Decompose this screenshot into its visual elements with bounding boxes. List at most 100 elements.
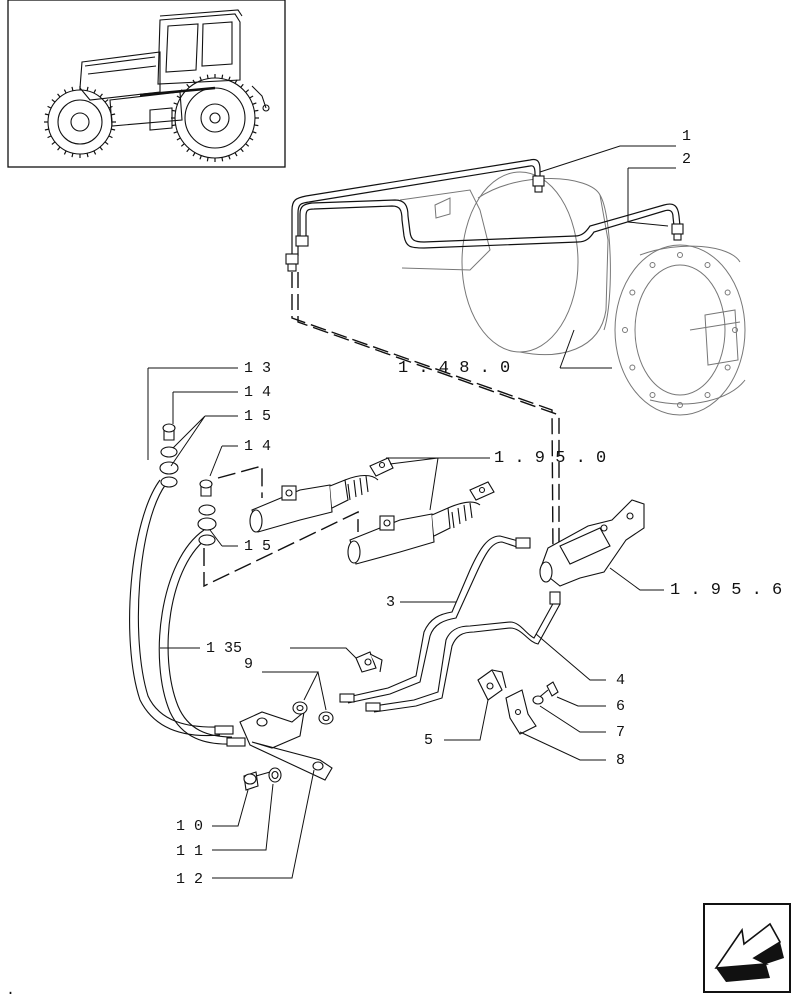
callout-2: 2	[682, 151, 691, 168]
tread-mark	[240, 148, 244, 153]
tread-mark	[99, 93, 103, 98]
callout-6: 6	[616, 698, 625, 715]
nuts-9	[292, 701, 334, 725]
tread-mark	[245, 89, 250, 93]
tread-mark	[47, 105, 52, 109]
tread-mark	[254, 124, 259, 127]
reference-labels: 1 . 4 8 . 0 1 . 9 5 . 0 1 . 9 5 . 6	[398, 359, 782, 600]
tread-mark	[104, 99, 109, 103]
callout-3: 3	[386, 594, 395, 611]
ref-1-48-0: 1 . 4 8 . 0	[398, 359, 510, 378]
callout-12: 1 2	[176, 871, 203, 888]
tread-mark	[228, 76, 231, 81]
bracket-8	[505, 689, 537, 735]
flexible-hoses	[129, 479, 233, 745]
tread-mark	[254, 109, 259, 112]
flange-bolt	[649, 391, 656, 398]
callout-15-lower: 1 5	[244, 538, 271, 555]
tread-mark	[176, 95, 181, 99]
tread-mark	[44, 113, 49, 116]
routing-dashed-line	[291, 272, 560, 557]
tread-mark	[57, 93, 61, 98]
tread-mark	[108, 105, 113, 109]
tread-mark	[249, 95, 254, 99]
tread-mark	[186, 83, 190, 88]
tread-mark	[51, 99, 56, 103]
callout-135: 1 35	[206, 640, 242, 657]
tread-mark	[173, 131, 178, 134]
callout-4: 4	[616, 672, 625, 689]
flange-bolt	[629, 289, 636, 296]
flange-bolt	[629, 364, 636, 371]
tread-mark	[221, 157, 224, 162]
callout-5: 5	[424, 732, 433, 749]
tread-mark	[228, 155, 231, 160]
tread-mark	[206, 157, 209, 162]
bolt-6-washer-7	[532, 681, 559, 705]
brake-valve-block	[539, 499, 645, 587]
tread-mark	[206, 74, 209, 79]
ref-1-95-6: 1 . 9 5 . 6	[670, 581, 782, 600]
tread-mark	[221, 74, 224, 79]
tread-mark	[199, 76, 202, 81]
tread-mark	[44, 128, 49, 131]
tread-mark	[171, 124, 176, 127]
tractor-thumbnail	[7, 0, 286, 168]
callout-15-upper: 1 5	[244, 408, 271, 425]
flange-bolt	[724, 364, 731, 371]
tread-mark	[171, 109, 176, 112]
master-cylinder-lower	[347, 481, 495, 565]
tread-mark	[176, 137, 181, 141]
flange-bolt	[704, 391, 711, 398]
pipe-clip-135	[355, 651, 383, 673]
tread-mark	[234, 152, 238, 157]
mounting-bracket	[214, 710, 333, 781]
callout-8: 8	[616, 752, 625, 769]
flange-bolt	[677, 402, 683, 408]
tread-mark	[192, 79, 196, 84]
banjo-bolts-washers	[159, 423, 217, 546]
master-cylinder-upper	[249, 457, 394, 533]
tread-mark	[245, 143, 250, 147]
pipe-fittings-lower	[339, 537, 561, 712]
tread-mark	[51, 141, 56, 145]
callout-9: 9	[244, 656, 253, 673]
tread-mark	[111, 113, 116, 116]
pipe-clip-5	[477, 669, 507, 701]
callout-14-upper: 1 4	[244, 384, 271, 401]
tread-mark	[180, 143, 185, 147]
tread-mark	[180, 89, 185, 93]
bolt-washer-10-11	[243, 767, 282, 791]
brake-pipe-1	[291, 158, 681, 256]
flange-bolt	[677, 252, 683, 258]
callout-10: 1 0	[176, 818, 203, 835]
tread-mark	[252, 102, 257, 105]
tread-mark	[199, 155, 202, 160]
rear-axle-housing	[399, 171, 746, 416]
previous-page-arrow-icon[interactable]	[703, 903, 791, 993]
callout-7: 7	[616, 724, 625, 741]
tread-mark	[86, 153, 89, 158]
connection-dashed-lines	[203, 465, 359, 588]
tread-mark	[108, 135, 113, 139]
tread-mark	[71, 86, 74, 91]
flange-bolt	[649, 262, 656, 269]
flange-bolt	[724, 289, 731, 296]
ref-1-95-0: 1 . 9 5 . 0	[494, 449, 606, 468]
flange-bolt	[732, 327, 738, 333]
tread-mark	[192, 152, 196, 157]
rigid-pipes-3-4	[347, 535, 561, 713]
tread-mark	[63, 89, 67, 94]
callout-14-lower: 1 4	[244, 438, 271, 455]
tread-mark	[173, 102, 178, 105]
callout-13: 1 3	[244, 360, 271, 377]
tread-mark	[63, 150, 67, 155]
tread-mark	[186, 148, 190, 153]
tread-mark	[99, 146, 103, 151]
tread-mark	[104, 141, 109, 145]
callout-labels: 1 2 3 4 5 6 7 8 9 1 0 1 1 1 2 1 3 1 4 1 …	[176, 128, 691, 888]
tread-mark	[93, 89, 97, 94]
tread-mark	[47, 135, 52, 139]
leader-lines	[147, 145, 676, 879]
